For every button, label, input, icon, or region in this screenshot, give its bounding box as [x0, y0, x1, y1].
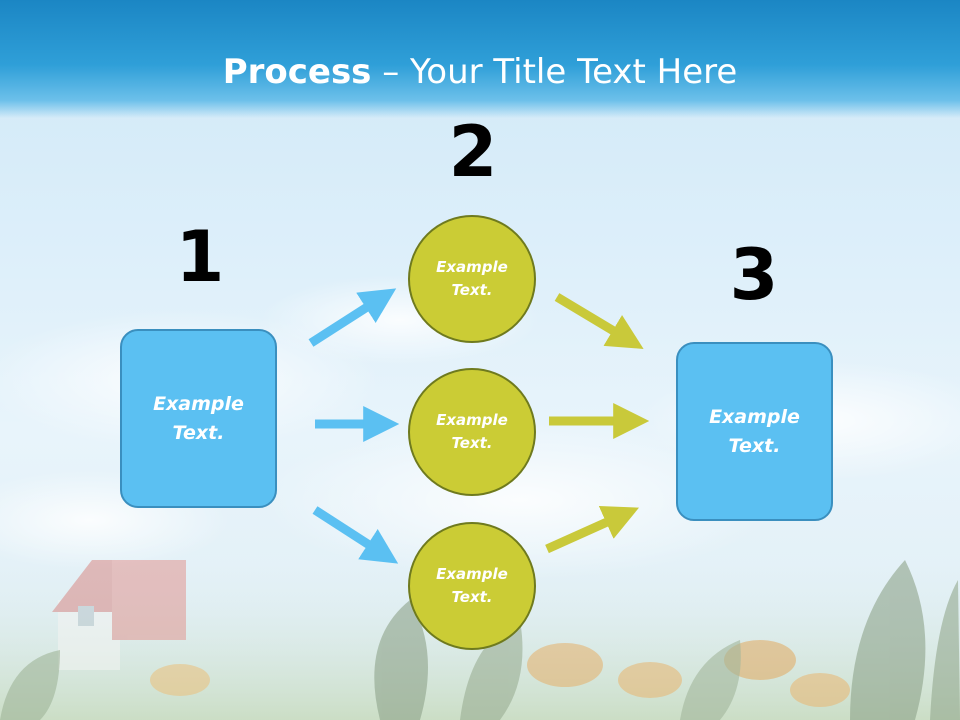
- leaves-image: [0, 560, 960, 720]
- title-bold: Process: [222, 52, 372, 92]
- step-3-text: Example Text.: [709, 405, 800, 457]
- title-banner: [0, 0, 960, 118]
- step-2-circle-2: Example Text.: [408, 368, 536, 496]
- step-3-box: Example Text.: [676, 342, 833, 521]
- step-2-circle-1-text: Example Text.: [436, 258, 508, 299]
- step-number-3: 3: [729, 234, 779, 316]
- step-2-circle-1: Example Text.: [408, 215, 536, 343]
- slide-title: Process – Your Title Text Here: [0, 52, 960, 92]
- step-1-text: Example Text.: [153, 392, 244, 444]
- title-rest: – Your Title Text Here: [371, 52, 738, 92]
- step-number-1: 1: [175, 216, 225, 298]
- step-2-circle-3: Example Text.: [408, 522, 536, 650]
- house-image: [52, 560, 186, 670]
- step-2-circle-3-text: Example Text.: [436, 565, 508, 606]
- step-1-box: Example Text.: [120, 329, 277, 508]
- flowers-image: [150, 640, 850, 707]
- step-number-2: 2: [448, 111, 498, 193]
- step-2-circle-2-text: Example Text.: [436, 411, 508, 452]
